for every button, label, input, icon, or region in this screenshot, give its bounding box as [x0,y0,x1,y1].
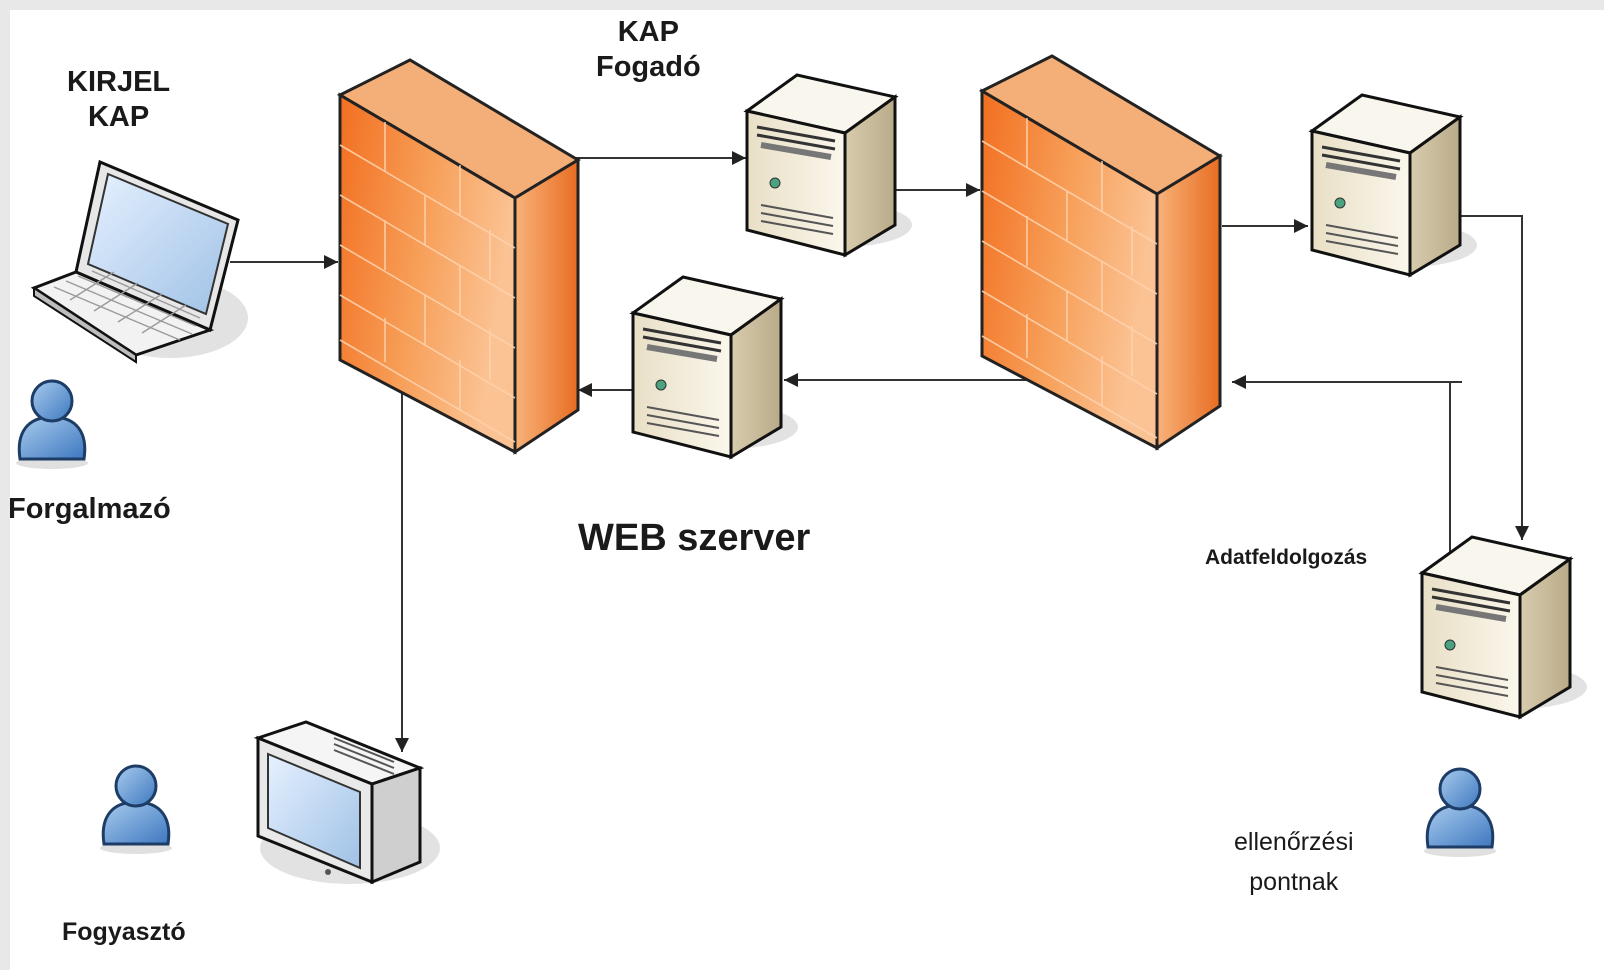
label-ellenorzesi: ellenőrzési [1234,828,1354,856]
diagram-graphics [14,54,1604,885]
label-pontnak: pontnak [1249,868,1339,896]
label-fogyaszto: Fogyasztó [62,918,186,946]
laptop-icon [30,159,248,364]
web-szerver-icon [633,277,798,457]
fogyaszto-person-icon [98,764,174,856]
firewall-left [338,58,580,454]
connectors [230,151,1529,752]
label-fogado: Fogadó [596,51,701,84]
kap-fogado-server-icon [747,75,912,255]
label-kap: KAP [87,101,150,134]
label-kap-top: KAP [617,16,679,48]
label-web-szerver: WEB szerver [578,517,811,559]
label-adatfeldolgozas: Adatfeldolgozás [1205,546,1368,569]
adatfeldolgozas-server-icon [1422,537,1587,717]
connector-server-to-adatfeldolgozas [1460,215,1529,540]
label-kap-fogado: KAP Fogadó [596,15,701,86]
label-kirjel-kap: KIRJEL KAP [67,65,170,136]
label-forgalmazo: Forgalmazó [10,493,171,525]
forgalmazo-person-icon [14,379,90,471]
label-kirjel: KIRJEL [67,66,171,98]
label-ellenorzesi-pontnak: ellenőrzési pontnak [1234,822,1354,902]
monitor-icon [253,720,440,885]
firewall-right [980,54,1222,450]
ellenorzes-person-icon [1422,767,1498,859]
processing-server-icon [1312,95,1477,275]
network-diagram: KIRJEL KAP KAP Fogadó Forgalmazó WEB sze… [10,10,1604,970]
